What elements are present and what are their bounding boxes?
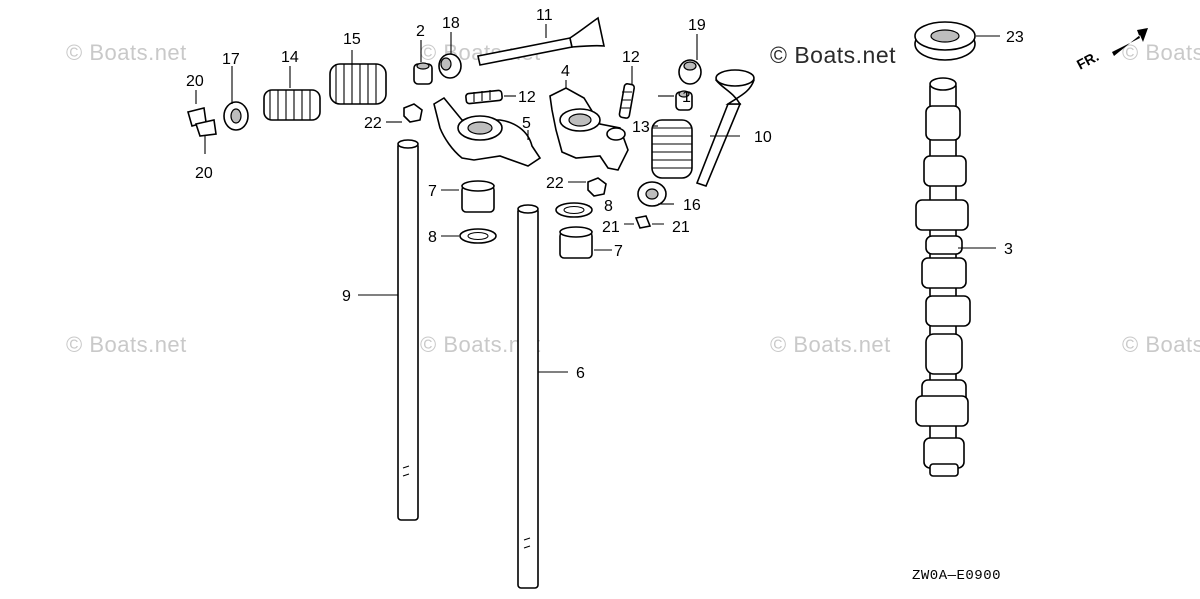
callout-4: 4 xyxy=(561,63,570,80)
callout-8-left: 8 xyxy=(428,229,437,246)
callout-6: 6 xyxy=(576,365,585,382)
spring-retainer xyxy=(223,101,249,131)
wave-washer-right xyxy=(555,202,593,218)
callout-18: 18 xyxy=(442,15,460,32)
valve-seal-right xyxy=(678,59,702,85)
callout-3: 3 xyxy=(1004,241,1013,258)
camshaft xyxy=(915,77,971,477)
callout-20-bottom: 20 xyxy=(195,165,213,182)
camshaft-oil-seal xyxy=(914,21,976,61)
callout-15: 15 xyxy=(343,31,361,48)
pushrod-right xyxy=(517,204,539,589)
callout-12-left: 12 xyxy=(518,89,536,106)
spring-right xyxy=(651,119,693,179)
retainer-right xyxy=(637,181,667,207)
callout-13: 13 xyxy=(632,119,650,136)
callout-23: 23 xyxy=(1006,29,1024,46)
callout-11: 11 xyxy=(536,7,553,24)
watermark: © Boats.net xyxy=(1122,40,1200,65)
watermark: © Boats.net xyxy=(66,40,187,65)
rocker-arm-left xyxy=(433,96,542,167)
adjuster-screw-left xyxy=(465,89,503,105)
callout-20-top: 20 xyxy=(186,73,204,90)
adjuster-nut-left xyxy=(403,103,423,123)
rocker-arm-right xyxy=(549,87,629,171)
watermark: © Boats.net xyxy=(66,332,187,357)
callout-2: 2 xyxy=(416,23,425,40)
callout-10: 10 xyxy=(754,129,772,146)
valve-cotters xyxy=(187,107,217,137)
exhaust-valve xyxy=(695,69,755,187)
pushrod-left xyxy=(397,139,419,521)
rocker-collar-right xyxy=(559,226,593,259)
front-arrow: FR. xyxy=(1074,28,1148,73)
callout-14: 14 xyxy=(281,49,299,66)
rocker-collar-left xyxy=(461,180,495,213)
cotter-right xyxy=(634,215,652,229)
leader-lines xyxy=(195,24,1000,373)
spring-inner xyxy=(263,89,321,121)
callout-22-left: 22 xyxy=(364,115,382,132)
callout-7-right: 7 xyxy=(614,243,623,260)
callout-9: 9 xyxy=(342,288,351,305)
adjuster-screw-right xyxy=(618,83,636,119)
valve-seal-small xyxy=(413,62,433,85)
callout-19: 19 xyxy=(688,17,706,34)
callouts: 1 2 3 4 5 6 7 7 8 8 9 10 11 12 12 13 14 … xyxy=(186,7,1024,382)
callout-1: 1 xyxy=(682,89,691,106)
front-label: FR. xyxy=(1074,48,1101,73)
callout-22-right: 22 xyxy=(546,175,564,192)
callout-21-right: 21 xyxy=(672,219,690,236)
watermark: © Boats.net xyxy=(1122,332,1200,357)
wave-washer-left xyxy=(459,228,497,244)
watermark: © Boats.net xyxy=(770,332,891,357)
callout-16: 16 xyxy=(683,197,701,214)
spring-outer xyxy=(329,63,387,105)
callout-8-right: 8 xyxy=(604,198,613,215)
drawing-code: ZW0A—E0900 xyxy=(912,568,1002,584)
intake-valve xyxy=(477,16,606,66)
callout-5: 5 xyxy=(522,115,531,132)
callout-17: 17 xyxy=(222,51,240,68)
callout-21-left: 21 xyxy=(602,219,620,236)
valve-seal-1 xyxy=(675,90,693,111)
callout-12-right: 12 xyxy=(622,49,640,66)
callout-7-left: 7 xyxy=(428,183,437,200)
adjuster-nut-right xyxy=(587,177,607,197)
watermark: © Boats.net xyxy=(770,42,897,68)
stem-seal xyxy=(438,53,462,79)
